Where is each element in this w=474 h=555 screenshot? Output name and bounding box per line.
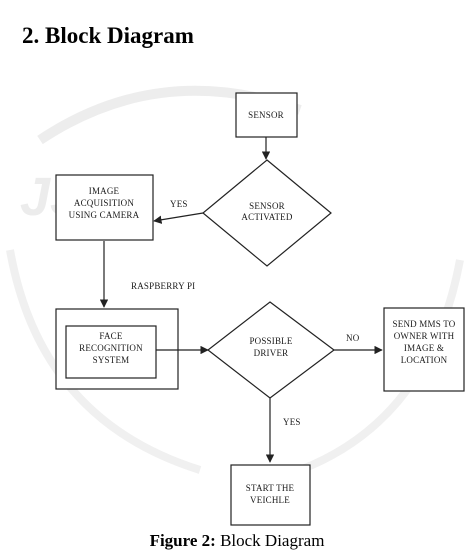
- image-acquisition-line-2: ACQUISITION: [74, 198, 134, 208]
- face-recognition-line-3: SYSTEM: [93, 355, 130, 365]
- figure-caption: Figure 2: Block Diagram: [0, 531, 474, 551]
- edge-decision-to-camera: [153, 212, 204, 224]
- figure-caption-label: Figure 2:: [149, 531, 216, 550]
- send-mms-line-2: OWNER WITH: [394, 331, 455, 341]
- face-recognition-node: FACE RECOGNITION SYSTEM: [55, 308, 179, 390]
- start-vehicle-node: START THE VEICHLE: [230, 464, 311, 526]
- send-mms-node: SEND MMS TO OWNER WITH IMAGE & LOCATION: [383, 307, 465, 392]
- image-acquisition-line-1: IMAGE: [89, 186, 120, 196]
- possible-driver-line-2: DRIVER: [254, 348, 289, 358]
- edge-no-label: NO: [346, 333, 360, 343]
- sensor-activated-line-1: SENSOR: [249, 201, 285, 211]
- sensor-activated-decision: SENSOR ACTIVATED: [202, 159, 332, 267]
- sensor-activated-line-2: ACTIVATED: [241, 212, 292, 222]
- face-recognition-line-2: RECOGNITION: [79, 343, 143, 353]
- face-recognition-line-1: FACE: [99, 331, 122, 341]
- possible-driver-decision: POSSIBLE DRIVER: [207, 301, 335, 399]
- start-vehicle-line-2: VEICHLE: [250, 495, 290, 505]
- image-acquisition-node: IMAGE ACQUISITION USING CAMERA: [55, 174, 154, 241]
- sensor-label-line-1: SENSOR: [248, 110, 284, 120]
- edge-yes-label-1: YES: [170, 199, 188, 209]
- figure-caption-text: Block Diagram: [215, 531, 325, 550]
- section-heading: 2. Block Diagram: [22, 23, 194, 48]
- send-mms-line-3: IMAGE &: [404, 343, 444, 353]
- possible-driver-line-1: POSSIBLE: [249, 336, 292, 346]
- start-vehicle-line-1: START THE: [246, 483, 295, 493]
- send-mms-line-1: SEND MMS TO: [393, 319, 456, 329]
- sensor-node: SENSOR: [235, 92, 298, 138]
- edge-raspberry-pi-label: RASPBERRY PI: [131, 281, 195, 291]
- send-mms-line-4: LOCATION: [401, 355, 448, 365]
- image-acquisition-line-3: USING CAMERA: [69, 210, 140, 220]
- edge-yes-label-2: YES: [283, 417, 301, 427]
